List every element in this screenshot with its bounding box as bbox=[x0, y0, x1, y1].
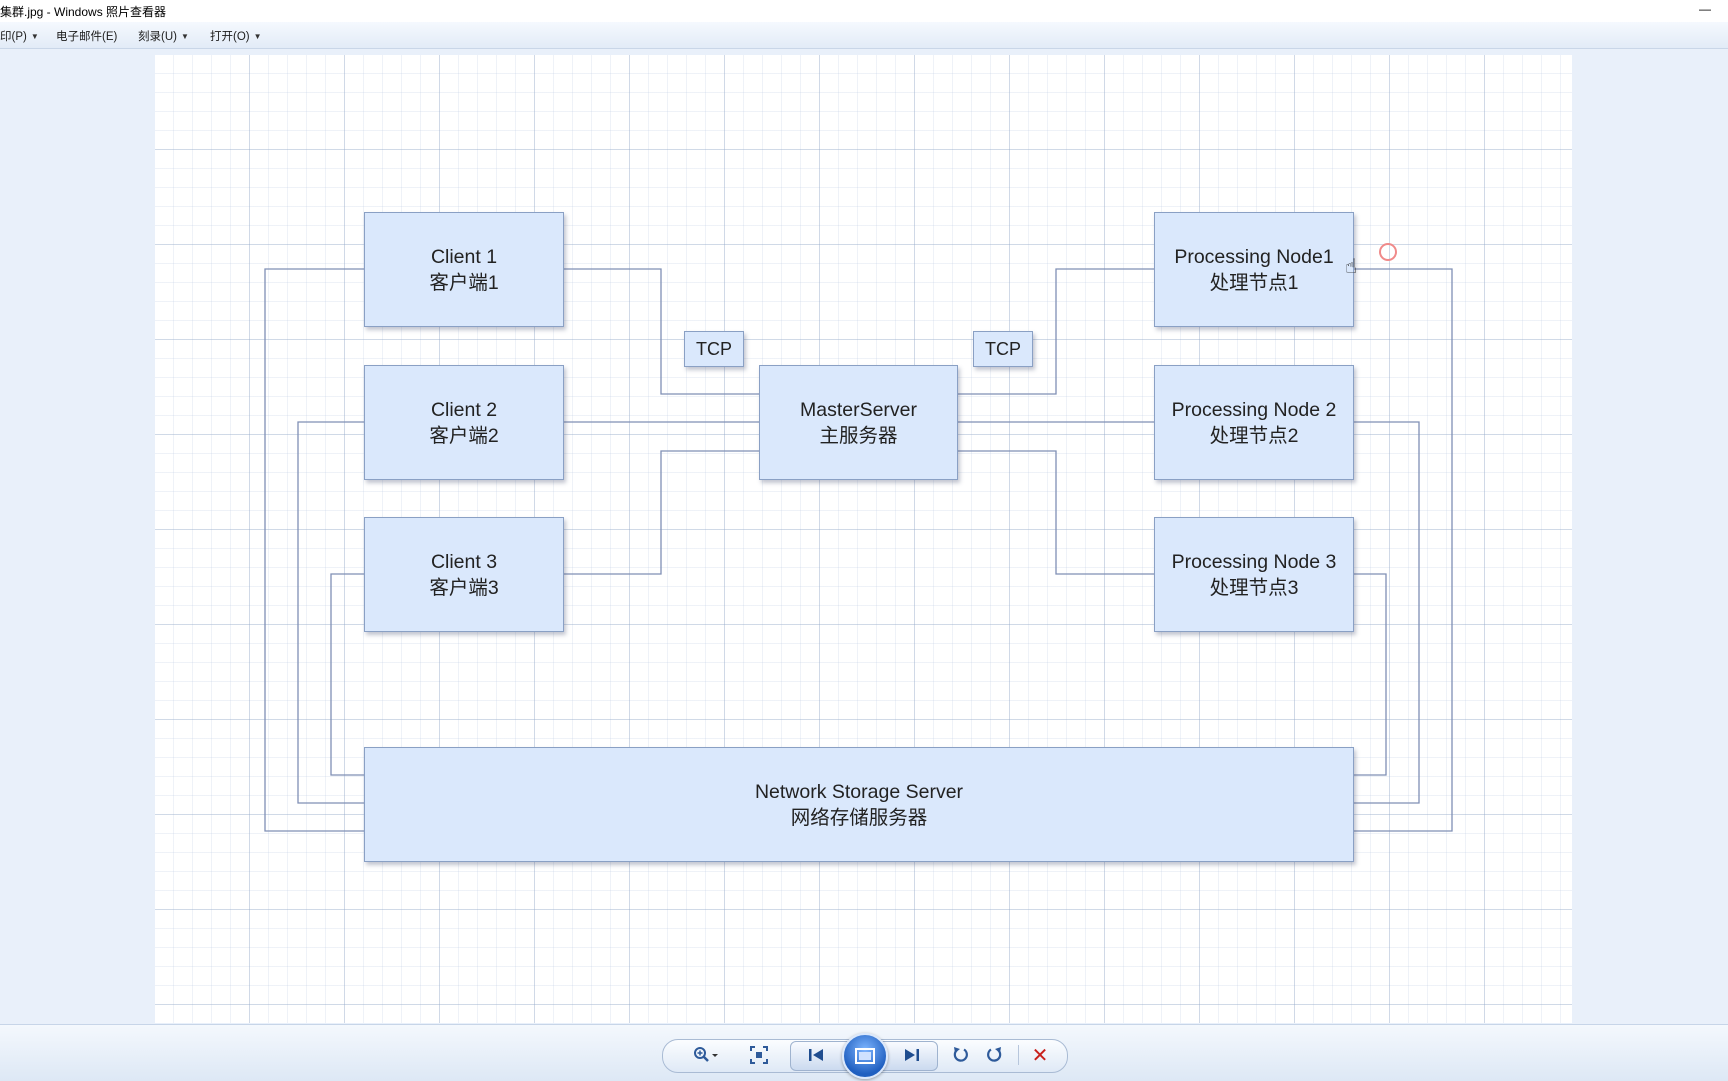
menu-email[interactable]: 电子邮件(E) bbox=[56, 28, 117, 44]
processing-node-3-label-cn: 处理节点3 bbox=[1209, 576, 1299, 599]
processing-node-3-box: Processing Node 3 处理节点3 bbox=[1154, 517, 1354, 632]
storage-label: Network Storage Server bbox=[754, 780, 964, 803]
menu-open-label: 打开(O) bbox=[210, 31, 250, 43]
menu-print[interactable]: 印(P) ▼ bbox=[0, 28, 39, 44]
client-3-label-cn: 客户端3 bbox=[429, 576, 499, 599]
displayed-image: Client 1 客户端1 Client 2 客户端2 Client 3 客户端… bbox=[155, 55, 1572, 1023]
hand-cursor-icon: ☝ bbox=[1345, 256, 1358, 278]
tcp-label-left: TCP bbox=[684, 331, 744, 367]
client-1-label: Client 1 bbox=[430, 245, 498, 268]
tcp-label-right: TCP bbox=[973, 331, 1033, 367]
rotate-clockwise-icon[interactable] bbox=[980, 1039, 1008, 1071]
line-node2-storage bbox=[1353, 421, 1420, 804]
menu-email-label: 电子邮件(E) bbox=[56, 31, 118, 43]
network-storage-server-box: Network Storage Server 网络存储服务器 bbox=[364, 747, 1354, 862]
actual-size-icon[interactable] bbox=[745, 1039, 773, 1071]
line-client3-master bbox=[563, 450, 759, 575]
menu-burn-label: 刻录(U) bbox=[138, 31, 177, 43]
line-node1-storage bbox=[1353, 268, 1453, 832]
menu-open[interactable]: 打开(O) ▼ bbox=[210, 28, 262, 44]
master-server-box: MasterServer 主服务器 bbox=[759, 365, 958, 480]
minimize-button[interactable]: — bbox=[1699, 2, 1711, 16]
line-client1-master bbox=[563, 268, 759, 395]
dropdown-arrow-icon: ▼ bbox=[30, 31, 39, 41]
connection-lines bbox=[264, 268, 1453, 832]
processing-node-3-label: Processing Node 3 bbox=[1171, 550, 1337, 573]
client-2-box: Client 2 客户端2 bbox=[364, 365, 564, 480]
line-client1-storage bbox=[264, 268, 364, 832]
processing-node-2-label-cn: 处理节点2 bbox=[1209, 424, 1299, 447]
master-server-label: MasterServer bbox=[799, 398, 918, 421]
processing-node-1-label: Processing Node1 bbox=[1174, 245, 1334, 268]
storage-label-cn: 网络存储服务器 bbox=[790, 806, 928, 829]
window-title: 集群.jpg - Windows 照片查看器 bbox=[0, 5, 167, 19]
delete-icon[interactable]: ✕ bbox=[1031, 1044, 1049, 1067]
line-master-node3 bbox=[957, 450, 1154, 575]
client-3-label: Client 3 bbox=[430, 550, 498, 573]
title-bar: 集群.jpg - Windows 照片查看器 — bbox=[0, 0, 1728, 23]
slideshow-icon[interactable] bbox=[842, 1033, 888, 1079]
client-2-label-cn: 客户端2 bbox=[429, 424, 499, 447]
processing-node-2-label: Processing Node 2 bbox=[1171, 398, 1337, 421]
previous-icon[interactable] bbox=[802, 1039, 830, 1071]
menu-print-label: 印(P) bbox=[0, 31, 27, 43]
client-3-box: Client 3 客户端3 bbox=[364, 517, 564, 632]
rotate-counterclockwise-icon[interactable] bbox=[947, 1039, 975, 1071]
next-icon[interactable] bbox=[898, 1039, 926, 1071]
dropdown-arrow-icon: ▼ bbox=[180, 31, 189, 41]
line-node3-storage bbox=[1353, 573, 1387, 776]
zoom-icon[interactable] bbox=[686, 1039, 726, 1071]
line-client2-storage bbox=[297, 421, 364, 804]
line-master-node1 bbox=[957, 268, 1154, 395]
dropdown-arrow-icon: ▼ bbox=[253, 31, 262, 41]
menu-bar: 印(P) ▼ 电子邮件(E) 刻录(U) ▼ 打开(O) ▼ bbox=[0, 22, 1728, 49]
menu-burn[interactable]: 刻录(U) ▼ bbox=[138, 28, 189, 44]
client-2-label: Client 2 bbox=[430, 398, 498, 421]
client-1-box: Client 1 客户端1 bbox=[364, 212, 564, 327]
processing-node-1-label-cn: 处理节点1 bbox=[1209, 271, 1299, 294]
processing-node-2-box: Processing Node 2 处理节点2 bbox=[1154, 365, 1354, 480]
client-1-label-cn: 客户端1 bbox=[429, 271, 499, 294]
master-server-label-cn: 主服务器 bbox=[819, 424, 898, 447]
click-marker-icon bbox=[1379, 243, 1397, 261]
line-client3-storage bbox=[330, 573, 364, 776]
toolbar-separator bbox=[1018, 1045, 1019, 1065]
processing-node-1-box: Processing Node1 处理节点1 bbox=[1154, 212, 1354, 327]
